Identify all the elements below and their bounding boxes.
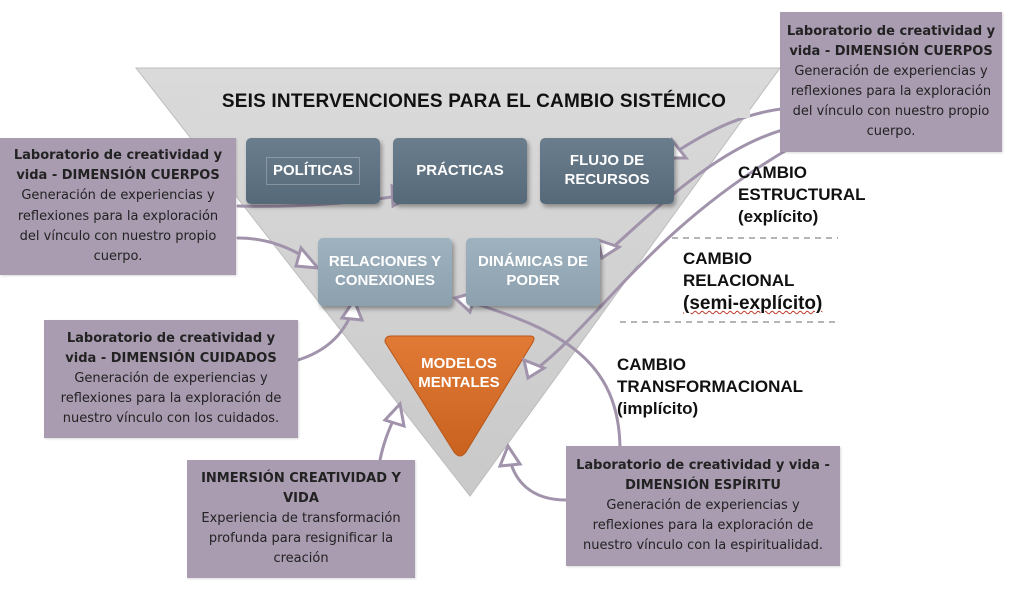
card-cuerpos-top: Laboratorio de creatividad y vida - DIME… (780, 12, 1002, 152)
level-transformacional-line2: TRANSFORMACIONAL (617, 377, 804, 397)
card-cuerpos-left-body: Generación de experiencias y reflexiones… (17, 188, 219, 264)
level-estructural-line1: CAMBIO (738, 163, 807, 182)
arrowhead-cuerpos-to-relaciones (294, 244, 322, 270)
block-politicas: POLÍTICAS (246, 138, 380, 204)
block-flujo-label: FLUJO DE RECURSOS (564, 152, 650, 188)
connector-espiritu-to-relaciones (468, 300, 622, 452)
level-relacional-line2: RELACIONAL (683, 271, 795, 291)
level-estructural: CAMBIO ESTRUCTURAL (explícito) (738, 162, 866, 228)
connector-top-to-modelos (533, 146, 792, 372)
arrowhead-top-to-modelos (521, 357, 548, 381)
arrowhead-espiritu-to-modelos (497, 442, 523, 468)
block-practicas-label: PRÁCTICAS (416, 161, 504, 179)
block-flujo-de-recursos: FLUJO DE RECURSOS (540, 138, 674, 204)
block-politicas-label: POLÍTICAS (265, 156, 360, 186)
level-estructural-line3: (explícito) (738, 207, 819, 227)
card-cuidados-title: Laboratorio de creatividad y vida - DIME… (65, 330, 277, 366)
level-relacional-line1: CAMBIO (683, 249, 752, 268)
card-inmersion-title: INMERSIÓN CREATIVIDAD Y VIDA (201, 470, 401, 506)
card-cuidados: Laboratorio de creatividad y vida - DIME… (44, 320, 298, 438)
card-cuidados-body: Generación de experiencias y reflexiones… (60, 370, 282, 427)
block-dinamicas-de-poder: DINÁMICAS DE PODER (466, 238, 600, 306)
connector-inmersion-to-modelos (378, 416, 396, 462)
connector-top-to-dinamicas (610, 126, 792, 250)
modelos-mentales-shape (384, 335, 535, 457)
level-transformacional-line3: (implícito) (617, 399, 699, 419)
card-cuerpos-left: Laboratorio de creatividad y vida - DIME… (0, 138, 236, 275)
level-estructural-line2: ESTRUCTURAL (738, 185, 866, 205)
level-relacional: CAMBIO RELACIONAL (semi-explícito) (683, 248, 822, 317)
level-transformacional: CAMBIO TRANSFORMACIONAL (implícito) (617, 354, 803, 420)
card-inmersion: INMERSIÓN CREATIVIDAD Y VIDA Experiencia… (187, 460, 415, 578)
block-relaciones-y-conexiones: RELACIONES Y CONEXIONES (318, 238, 452, 306)
connector-top-to-flujo (674, 106, 792, 154)
connectors (236, 106, 792, 502)
arrowhead-top-to-dinamicas (595, 237, 623, 261)
connector-espiritu-to-modelos (508, 458, 568, 502)
level-relacional-line3: (semi-explícito) (683, 293, 823, 315)
card-cuerpos-top-body: Generación de experiencias y reflexiones… (790, 63, 992, 140)
card-espiritu-body: Generación de experiencias y reflexiones… (582, 497, 824, 554)
arrowhead-cuidados-to-relaciones (339, 296, 365, 322)
card-cuerpos-left-title: Laboratorio de creatividad y vida - DIME… (13, 148, 223, 184)
block-dinamicas-label: DINÁMICAS DE PODER (478, 253, 589, 289)
card-cuerpos-top-title: Laboratorio de creatividad y vida - DIME… (786, 23, 996, 59)
card-espiritu-title: Laboratorio de creatividad y vida - DIME… (576, 457, 830, 493)
block-modelos-mentales-label: MODELOS MENTALES (418, 355, 500, 391)
block-relaciones-label: RELACIONES Y CONEXIONES (328, 253, 442, 289)
diagram-title: SEIS INTERVENCIONES PARA EL CAMBIO SISTÉ… (198, 86, 750, 118)
level-transformacional-line1: CAMBIO (617, 355, 686, 374)
card-espiritu: Laboratorio de creatividad y vida - DIME… (566, 446, 840, 566)
card-inmersion-body: Experiencia de transformación profunda p… (201, 510, 401, 567)
block-practicas: PRÁCTICAS (393, 138, 527, 204)
arrowhead-inmersion-to-modelos (382, 400, 406, 429)
